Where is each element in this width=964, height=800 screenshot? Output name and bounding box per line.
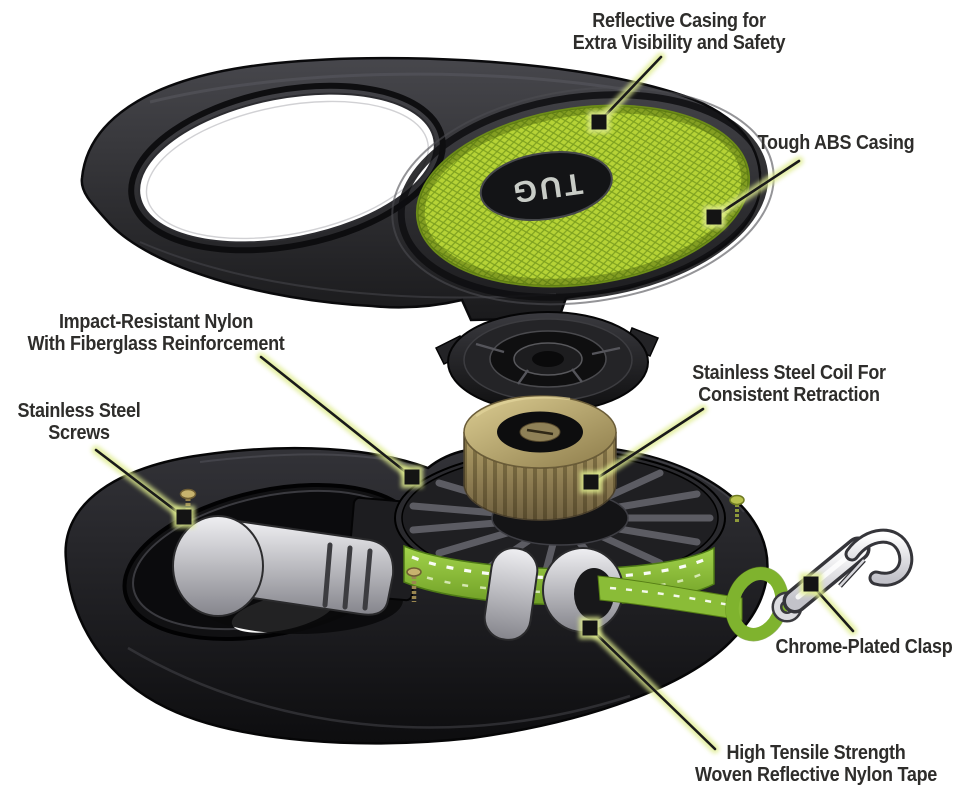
callout-impact-nylon: Impact-Resistant Nylon With Fiberglass R… [27, 311, 284, 355]
screws [179, 488, 745, 602]
callout-text: Woven Reflective Nylon Tape [694, 764, 938, 786]
top-casing: TUG [80, 56, 775, 322]
callout-text: Stainless Steel [17, 400, 141, 422]
callout-text: Reflective Casing for [592, 10, 766, 32]
spring-cover-disc [434, 311, 660, 413]
callout-steel-coil: Stainless Steel Coil For Consistent Retr… [692, 362, 886, 406]
callout-text: Stainless Steel Coil For [692, 362, 886, 384]
leader-marker [404, 469, 420, 485]
screw [729, 494, 745, 506]
leader-marker [582, 620, 598, 636]
brake-button [172, 496, 421, 634]
callout-text: High Tensile Strength [726, 742, 906, 764]
callout-text: Tough ABS Casing [757, 132, 915, 154]
callout-reflective-casing: Reflective Casing for Extra Visibility a… [572, 10, 786, 54]
leader-reflective-casing [588, 52, 666, 133]
leader-impact-nylon [256, 352, 423, 488]
leader-marker [706, 209, 722, 225]
leader-marker [591, 114, 607, 130]
screw [179, 488, 197, 500]
reflective-panel: TUG [391, 86, 775, 306]
callout-text: Consistent Retraction [698, 384, 880, 406]
callout-tough-abs-casing: Tough ABS Casing [758, 132, 915, 154]
callout-text: Extra Visibility and Safety [572, 32, 786, 54]
leader-marker [176, 509, 192, 525]
tape-exit [597, 575, 743, 621]
leader-screws [91, 445, 195, 528]
logo-badge [479, 151, 613, 221]
steel-coil [463, 395, 617, 521]
callout-chrome-clasp: Chrome-Plated Clasp [776, 636, 953, 658]
leader-marker [583, 474, 599, 490]
callout-text: Chrome-Plated Clasp [775, 636, 953, 658]
callout-text: Impact-Resistant Nylon [58, 311, 254, 333]
callout-text: With Fiberglass Reinforcement [27, 333, 285, 355]
callout-stainless-screws: Stainless Steel Screws [17, 400, 140, 444]
leader-steel-coil [580, 404, 708, 493]
callout-text: Screws [48, 422, 110, 444]
callout-nylon-tape: High Tensile Strength Woven Reflective N… [695, 742, 937, 786]
leader-lines [91, 52, 858, 754]
tape-guide [483, 547, 743, 641]
screw [406, 567, 422, 577]
leader-marker [803, 576, 819, 592]
leader-nylon-tape [579, 617, 720, 754]
leader-tough-abs [703, 156, 804, 228]
leader-clasp [800, 573, 858, 636]
